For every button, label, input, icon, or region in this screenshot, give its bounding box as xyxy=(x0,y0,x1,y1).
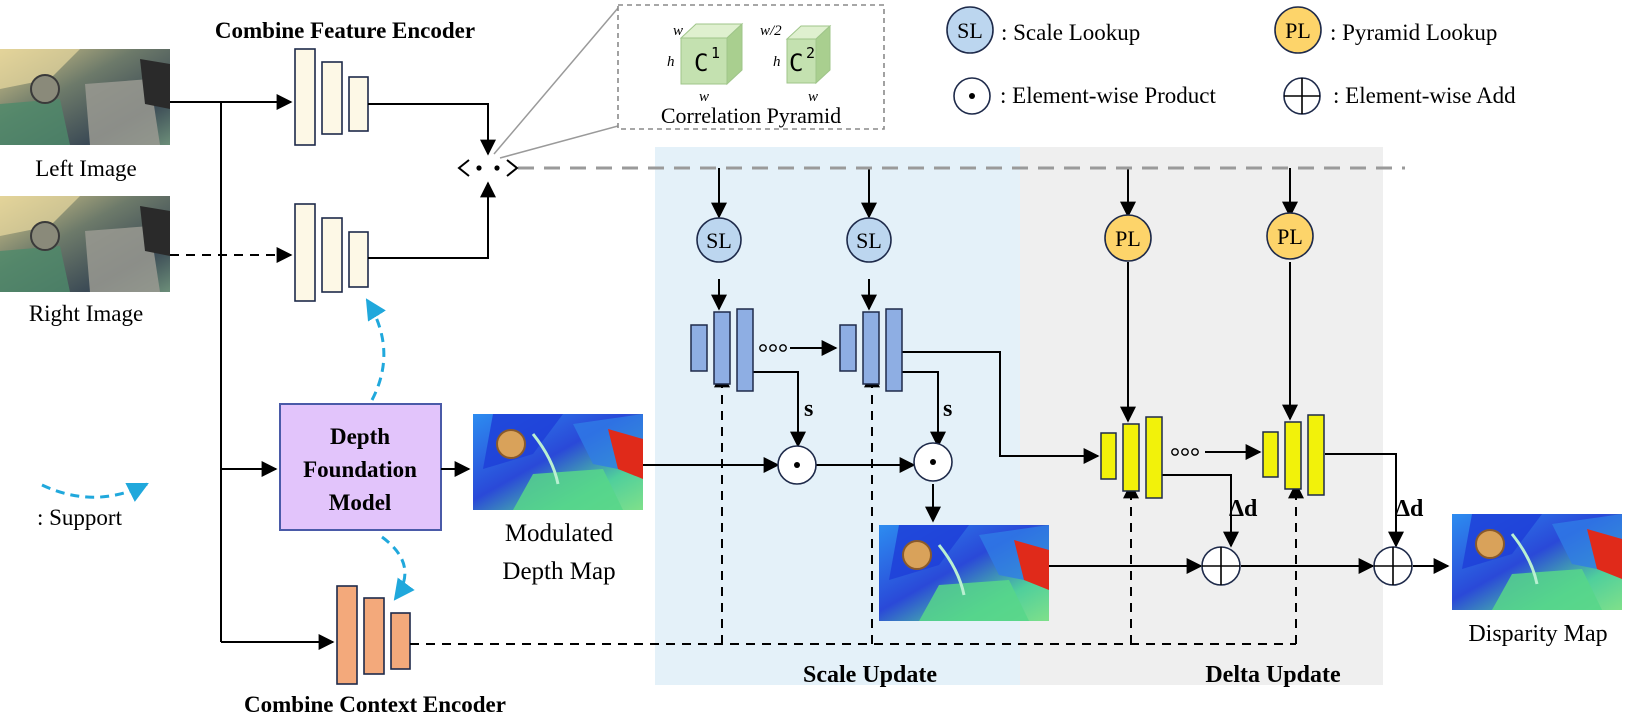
c1-h: h xyxy=(667,54,675,70)
modulated-depth-map xyxy=(471,412,645,512)
legend-product-label: : Element-wise Product xyxy=(1000,83,1217,108)
add-node-2 xyxy=(1373,546,1413,586)
scale-update-block-1 xyxy=(690,308,754,392)
legend-add-label: : Element-wise Add xyxy=(1333,83,1516,108)
correlation-operator xyxy=(457,159,519,177)
c2-exponent: 2 xyxy=(806,44,815,62)
depth-model-line1: Depth xyxy=(330,424,390,449)
c1-w-bottom: w xyxy=(699,89,709,105)
product-node-2 xyxy=(913,442,953,482)
right-image-label: Right Image xyxy=(29,301,143,326)
depth-foundation-model xyxy=(279,403,442,531)
feature-encoder-right xyxy=(294,203,369,302)
delta-update-region xyxy=(1020,147,1383,685)
zoom-line xyxy=(493,7,619,155)
scale-update-label: Scale Update xyxy=(803,662,937,688)
delta-update-block-1 xyxy=(1100,416,1163,499)
correlation-cube-1 xyxy=(679,22,744,86)
depth-model-line3: Model xyxy=(329,490,392,515)
left-image-label: Left Image xyxy=(35,156,137,181)
legend-pl-label: : Pyramid Lookup xyxy=(1330,20,1497,45)
context-dashed-lines xyxy=(410,371,1304,645)
delta-update-block-2 xyxy=(1262,414,1325,496)
scale-update-ellipsis xyxy=(759,344,787,352)
c2-w-bottom: w xyxy=(808,89,818,105)
support-arrow-context xyxy=(381,535,415,601)
scale-symbol-2: s xyxy=(943,396,952,422)
left-image xyxy=(0,48,171,146)
sl-node-1-label: SL xyxy=(706,228,732,253)
product-node-1 xyxy=(777,445,817,485)
pl-node-1-label: PL xyxy=(1115,226,1141,251)
scale-symbol-1: s xyxy=(804,396,813,422)
c2-h: h xyxy=(773,54,781,70)
sl-node-1 xyxy=(696,217,742,263)
disparity-map xyxy=(1450,512,1624,612)
connector-lines xyxy=(170,94,1450,650)
right-image xyxy=(0,195,171,293)
context-encoder-title: Combine Context Encoder xyxy=(244,692,506,717)
c1-w-top: w xyxy=(673,23,683,39)
delta-symbol-2: Δd xyxy=(1395,496,1424,522)
c2-letter: C xyxy=(789,49,803,77)
pl-node-2 xyxy=(1266,212,1314,260)
correlation-inset xyxy=(617,4,885,130)
c1-exponent: 1 xyxy=(711,44,720,62)
correlation-cube-2 xyxy=(785,24,832,85)
context-encoder xyxy=(336,585,411,685)
delta-update-label: Delta Update xyxy=(1205,662,1341,688)
support-label: : Support xyxy=(37,505,123,530)
correlation-title: Correlation Pyramid xyxy=(661,103,841,128)
add-node-1 xyxy=(1201,546,1241,586)
pl-node-1 xyxy=(1104,214,1152,262)
legend: SL : Scale Lookup PL : Pyramid Lookup : … xyxy=(946,6,1516,115)
delta-update-ellipsis xyxy=(1171,448,1199,456)
c2-w-top: w/2 xyxy=(760,23,782,39)
sl-node-2-label: SL xyxy=(856,228,882,253)
delta-symbol-1: Δd xyxy=(1229,496,1258,522)
depth-model-line2: Foundation xyxy=(303,457,417,482)
feature-encoder-title: Combine Feature Encoder xyxy=(215,18,475,43)
zoom-line xyxy=(499,125,619,159)
support-arrow-feature xyxy=(365,298,386,401)
pl-node-2-label: PL xyxy=(1277,224,1303,249)
modulated-label-line2: Depth Map xyxy=(502,558,615,585)
legend-sl-symbol: SL xyxy=(957,18,983,43)
feature-encoder-left xyxy=(294,48,369,146)
legend-pl-symbol: PL xyxy=(1285,18,1311,43)
c1-letter: C xyxy=(694,49,708,77)
disparity-map-label: Disparity Map xyxy=(1468,621,1607,647)
intermediate-depth-map xyxy=(877,523,1051,623)
support-legend-arrow xyxy=(41,482,149,502)
modulated-label-line1: Modulated xyxy=(505,520,614,547)
legend-sl-label: : Scale Lookup xyxy=(1001,20,1140,45)
scale-update-block-2 xyxy=(839,308,903,392)
sl-node-2 xyxy=(846,217,892,263)
